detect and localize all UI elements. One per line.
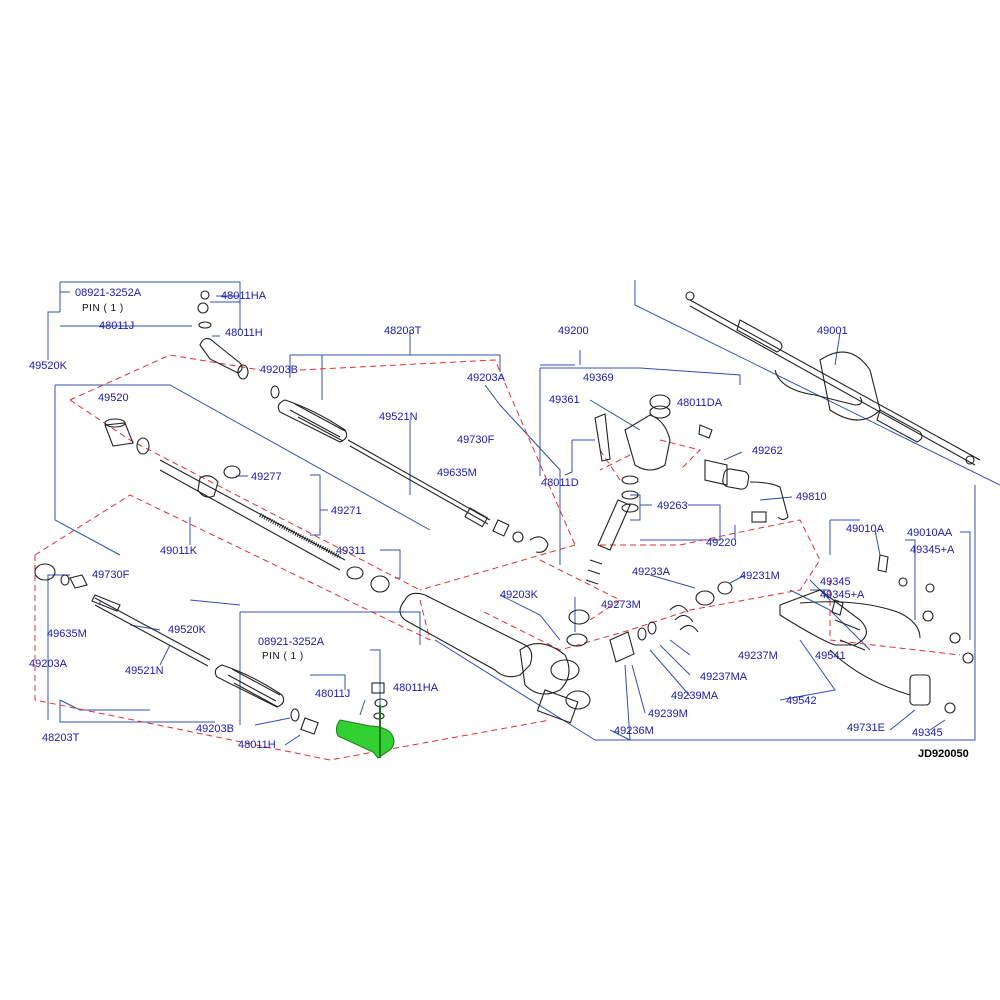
part-label[interactable]: 49271 bbox=[328, 505, 364, 518]
part-label[interactable]: 49220 bbox=[703, 537, 739, 550]
part-label[interactable]: 49345 bbox=[817, 576, 853, 589]
part-label[interactable]: 49635M bbox=[44, 628, 89, 641]
part-label[interactable]: 49239MA bbox=[668, 690, 720, 703]
part-label[interactable]: 49810 bbox=[793, 491, 829, 504]
part-label[interactable]: 49011K bbox=[157, 545, 199, 558]
part-label[interactable]: 49233A bbox=[629, 566, 672, 579]
part-label[interactable]: 49237MA bbox=[697, 671, 749, 684]
part-label[interactable]: 49277 bbox=[248, 471, 284, 484]
part-label[interactable]: 49203K bbox=[497, 589, 540, 602]
part-label[interactable]: 48203T bbox=[39, 732, 81, 745]
part-label[interactable]: 08921-3252A bbox=[255, 636, 326, 649]
part-label[interactable]: 49200 bbox=[555, 325, 591, 338]
part-label[interactable]: 49237M bbox=[735, 650, 780, 663]
part-label[interactable]: 49635M bbox=[434, 467, 479, 480]
part-label[interactable]: 49345 bbox=[909, 727, 945, 740]
part-label[interactable]: 49345+A bbox=[817, 589, 866, 602]
part-label[interactable]: 49369 bbox=[580, 372, 616, 385]
part-label[interactable]: 49203A bbox=[26, 658, 69, 671]
highlighted-outer-tie-rod-end bbox=[335, 719, 395, 759]
part-label[interactable]: 49239M bbox=[645, 708, 690, 721]
part-label[interactable]: 48011DA bbox=[674, 397, 724, 410]
part-label[interactable]: 49263 bbox=[654, 500, 690, 513]
pin-note: PIN ( 1 ) bbox=[262, 651, 304, 662]
part-label[interactable]: 49520 bbox=[95, 392, 131, 405]
part-label[interactable]: 49542 bbox=[783, 695, 819, 708]
part-drawings bbox=[34, 290, 981, 735]
leader-lines bbox=[47, 280, 1000, 746]
part-label[interactable]: 48011J bbox=[312, 688, 352, 701]
part-label[interactable]: 49311 bbox=[333, 545, 368, 558]
part-label[interactable]: 48011J bbox=[96, 320, 136, 333]
dashed-group-outlines bbox=[34, 354, 961, 761]
part-label[interactable]: 48011HA bbox=[390, 682, 440, 695]
part-label[interactable]: 48011HA bbox=[218, 290, 268, 303]
part-label[interactable]: 48011H bbox=[222, 327, 265, 340]
part-label[interactable]: 49203A bbox=[464, 372, 507, 385]
part-label[interactable]: 49203B bbox=[193, 723, 236, 736]
part-label[interactable]: 49361 bbox=[546, 394, 582, 407]
part-label[interactable]: 49520K bbox=[165, 624, 208, 637]
part-label[interactable]: 48011H bbox=[235, 739, 278, 752]
part-label[interactable]: 08921-3252A bbox=[72, 287, 143, 300]
part-label[interactable]: 48203T bbox=[381, 325, 423, 338]
part-label[interactable]: 49273M bbox=[598, 599, 643, 612]
part-label[interactable]: 49203B bbox=[257, 364, 300, 377]
part-label[interactable]: 49236M bbox=[611, 725, 656, 738]
drawing-code: JD920050 bbox=[918, 748, 969, 760]
part-label[interactable]: 49010A bbox=[843, 523, 886, 536]
part-label[interactable]: 49262 bbox=[749, 445, 785, 458]
part-label[interactable]: 49231M bbox=[737, 570, 782, 583]
part-label[interactable]: 49345+A bbox=[907, 544, 956, 557]
part-label[interactable]: 49730F bbox=[89, 569, 131, 582]
part-label[interactable]: 49001 bbox=[814, 325, 850, 338]
part-label[interactable]: 49541 bbox=[812, 650, 848, 663]
part-label[interactable]: 49520K bbox=[26, 360, 69, 373]
part-label[interactable]: 49521N bbox=[376, 411, 420, 424]
part-label[interactable]: 49731E bbox=[844, 722, 887, 735]
part-label[interactable]: 48011D bbox=[538, 477, 581, 490]
part-label[interactable]: 49010AA bbox=[904, 527, 954, 540]
part-label[interactable]: 49730F bbox=[454, 434, 496, 447]
part-label[interactable]: 49521N bbox=[122, 665, 166, 678]
pin-note: PIN ( 1 ) bbox=[82, 303, 124, 314]
